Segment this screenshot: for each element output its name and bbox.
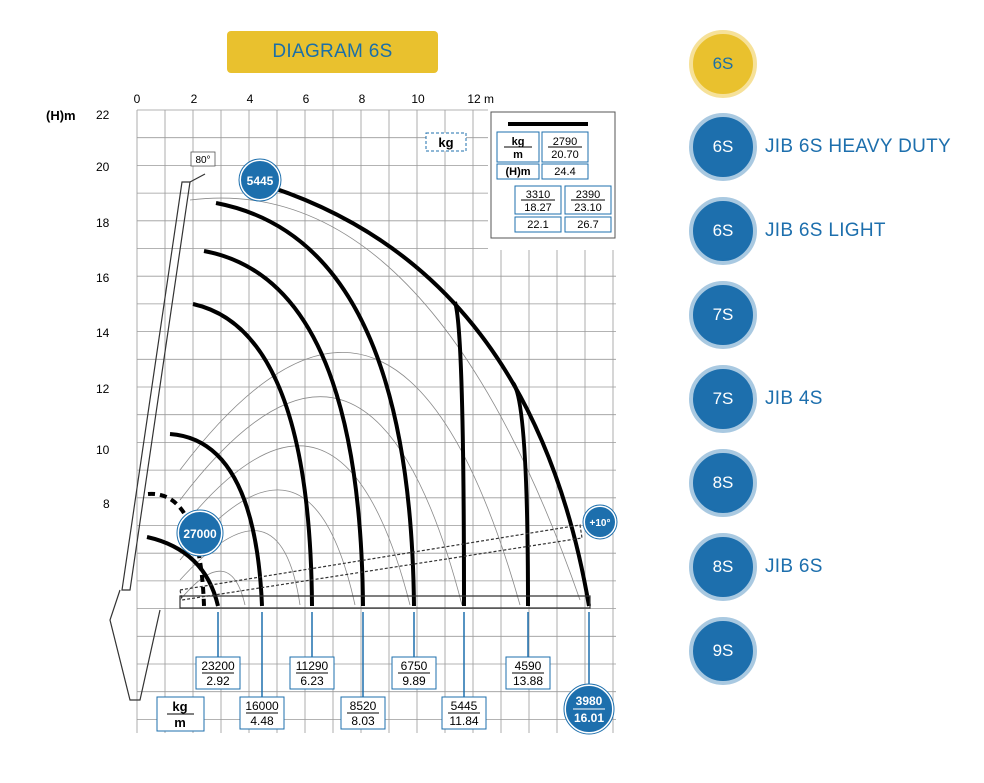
- load-kg: 16000: [245, 699, 279, 713]
- svg-text:20.70: 20.70: [551, 149, 579, 161]
- model-circle[interactable]: 6S: [689, 197, 757, 265]
- y-axis-tick-12: 12: [96, 382, 110, 396]
- model-label[interactable]: JIB 4S: [765, 388, 823, 409]
- svg-text:3980: 3980: [576, 694, 603, 708]
- model-label[interactable]: JIB 6S HEAVY DUTY: [765, 136, 952, 157]
- load-m: 2.92: [206, 674, 230, 688]
- model-item-8s[interactable]: 8S: [689, 445, 979, 521]
- svg-text:m: m: [513, 149, 523, 161]
- jib-table: kg m (H)m 2790 20.70 24.4 3310 18.27 22.…: [490, 111, 616, 239]
- crane-boom: [109, 173, 591, 701]
- kg-unit-box: [425, 132, 467, 152]
- y-axis-tick-22: 22: [96, 108, 110, 122]
- kg-unit-label: kg: [438, 135, 453, 150]
- load-kg: 5445: [451, 699, 478, 713]
- last-load-badge: 3980 16.01: [563, 683, 615, 735]
- angle-80-box: [190, 151, 216, 167]
- load-kg: 8520: [350, 699, 377, 713]
- model-circle[interactable]: 7S: [689, 281, 757, 349]
- y-axis-tick-10: 10: [96, 443, 110, 457]
- load-table: 232002.92160004.48112906.2385208.0367509…: [195, 656, 551, 730]
- svg-text:2790: 2790: [553, 136, 577, 148]
- x-axis-tick-2: 2: [191, 92, 198, 106]
- svg-text:2390: 2390: [576, 189, 600, 201]
- load-m: 8.03: [351, 714, 375, 728]
- angle-10-badge: +10°: [582, 504, 618, 540]
- svg-text:(H)m: (H)m: [505, 166, 530, 178]
- x-axis-tick-4: 4: [247, 92, 254, 106]
- model-circle[interactable]: 7S: [689, 365, 757, 433]
- model-item-9s[interactable]: 9S: [689, 613, 979, 689]
- svg-text:16.01: 16.01: [574, 711, 604, 725]
- svg-text:3310: 3310: [526, 189, 550, 201]
- svg-text:5445: 5445: [247, 174, 274, 188]
- load-m: 13.88: [513, 674, 543, 688]
- x-axis-tick-8: 8: [359, 92, 366, 106]
- model-circle[interactable]: 8S: [689, 533, 757, 601]
- svg-text:kg: kg: [172, 699, 187, 714]
- model-circle[interactable]: 8S: [689, 449, 757, 517]
- base-load-badge: 27000: [176, 509, 224, 557]
- svg-text:24.4: 24.4: [554, 166, 575, 178]
- y-axis-tick-20: 20: [96, 160, 110, 174]
- model-item-6s-jib-6s-heavy-duty[interactable]: 6S JIB 6S HEAVY DUTY: [689, 109, 979, 185]
- x-axis-tick-10: 10: [411, 92, 425, 106]
- load-curves: [146, 178, 591, 607]
- x-axis-tick-6: 6: [303, 92, 310, 106]
- leader-lines: [217, 612, 590, 700]
- load-m: 6.23: [300, 674, 324, 688]
- x-axis-tick-0: 0: [134, 92, 141, 106]
- svg-text:+10°: +10°: [590, 518, 611, 529]
- y-axis-tick-16: 16: [96, 271, 110, 285]
- svg-text:23.10: 23.10: [574, 202, 602, 214]
- diagram-title-button[interactable]: DIAGRAM 6S: [227, 31, 438, 73]
- svg-text:22.1: 22.1: [527, 219, 548, 231]
- kg-m-legend: kg m: [156, 696, 205, 732]
- model-item-8s-jib-6s[interactable]: 8S JIB 6S: [689, 529, 979, 605]
- load-kg: 4590: [515, 659, 542, 673]
- load-kg: 23200: [201, 659, 235, 673]
- y-axis-tick-14: 14: [96, 326, 110, 340]
- model-circle[interactable]: 6S: [689, 30, 757, 98]
- load-kg: 11290: [296, 659, 329, 673]
- load-chart-diagram: (H)m 0 2 4 6 8 10 12 m 22 20 18 16 14 12…: [46, 92, 618, 735]
- svg-text:18.27: 18.27: [524, 202, 552, 214]
- load-kg: 6750: [401, 659, 428, 673]
- svg-text:26.7: 26.7: [577, 219, 598, 231]
- model-item-6s-jib-6s-light[interactable]: 6S JIB 6S LIGHT: [689, 193, 979, 269]
- model-item-7s[interactable]: 7S: [689, 277, 979, 353]
- svg-text:27000: 27000: [183, 527, 217, 541]
- x-axis-tick-12: 12: [467, 92, 481, 106]
- y-axis-tick-18: 18: [96, 216, 110, 230]
- y-axis-tick-8: 8: [103, 497, 110, 511]
- model-label[interactable]: JIB 6S LIGHT: [765, 220, 886, 241]
- model-item-6s[interactable]: 6S: [689, 26, 979, 102]
- tip-load-badge: 5445: [238, 158, 282, 202]
- angle-80-label: 80°: [195, 155, 210, 166]
- y-axis-label: (H)m: [46, 108, 76, 123]
- svg-text:m: m: [174, 715, 186, 730]
- load-m: 4.48: [250, 714, 274, 728]
- load-m: 9.89: [402, 674, 426, 688]
- model-circle[interactable]: 6S: [689, 113, 757, 181]
- x-axis-unit: m: [484, 92, 494, 106]
- model-item-7s-jib-4s[interactable]: 7S JIB 4S: [689, 361, 979, 437]
- load-m: 11.84: [449, 714, 478, 728]
- model-circle[interactable]: 9S: [689, 617, 757, 685]
- model-label[interactable]: JIB 6S: [765, 556, 823, 577]
- svg-text:kg: kg: [512, 136, 525, 148]
